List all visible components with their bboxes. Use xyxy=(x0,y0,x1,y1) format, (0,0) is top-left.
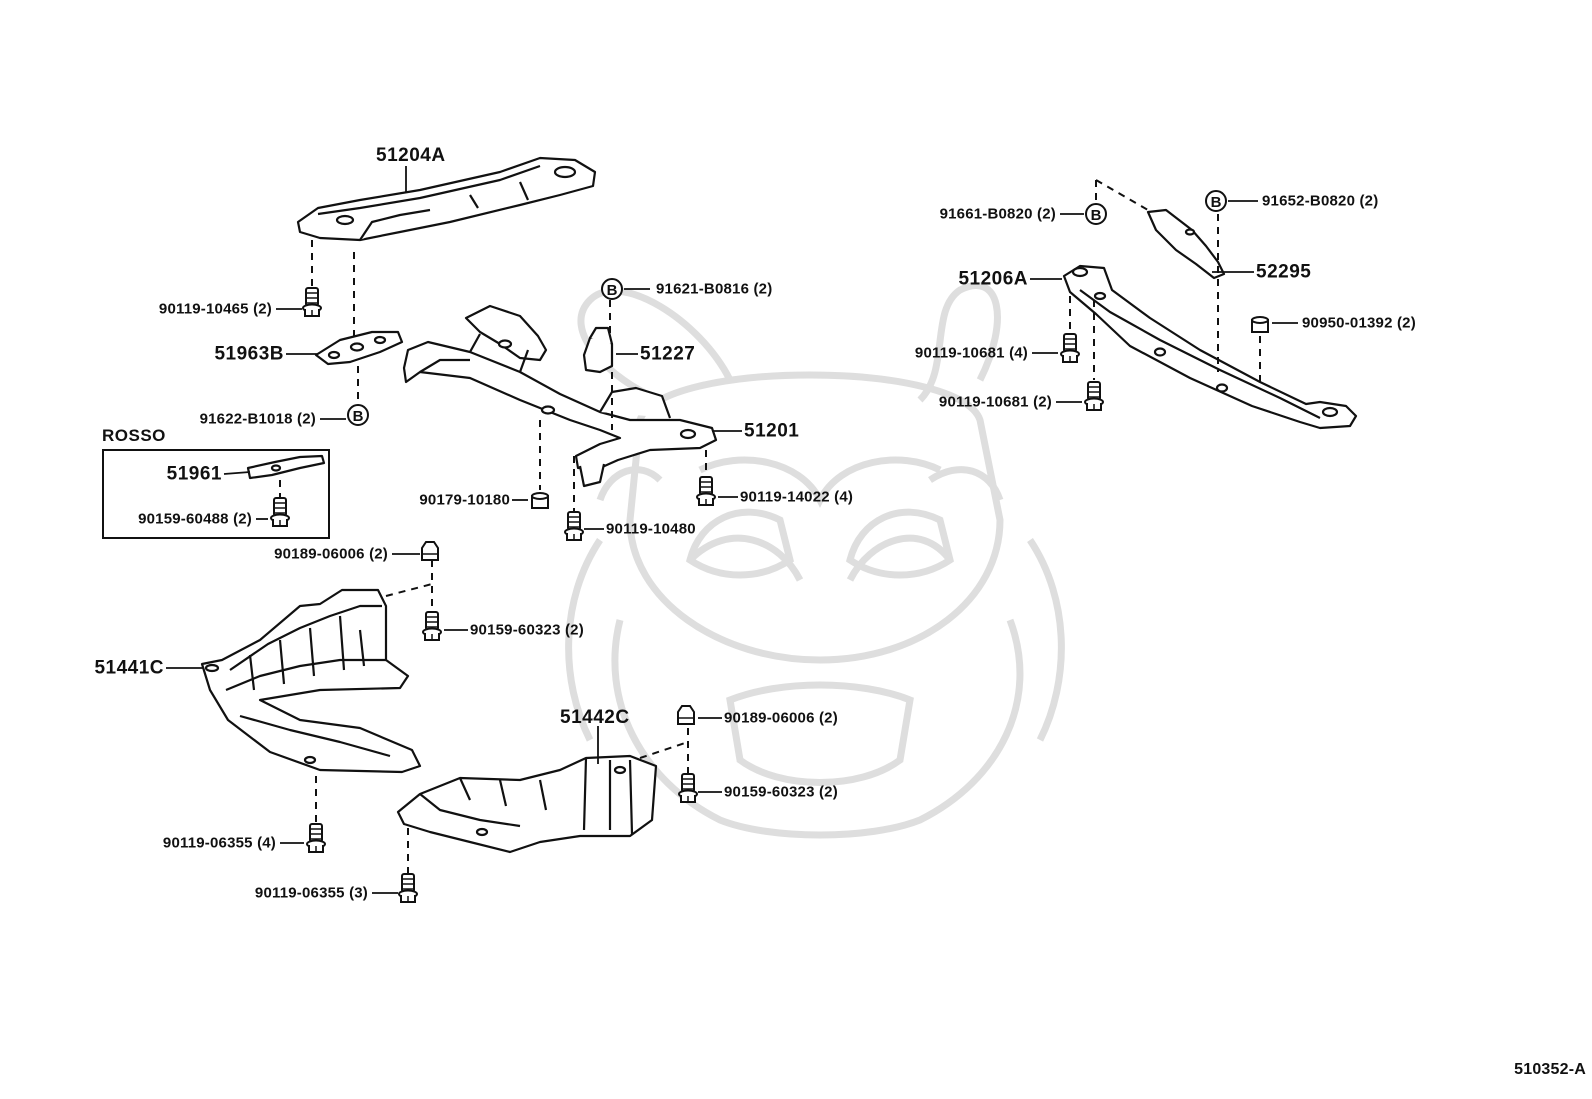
fastener-label-91621-B0816[interactable]: 91621-B0816 (2) xyxy=(656,280,773,298)
rosso-group-label: ROSSO xyxy=(102,426,166,445)
fastener-label-90159-60488[interactable]: 90159-60488 (2) xyxy=(138,510,252,528)
part-label-51442C[interactable]: 51442C xyxy=(560,707,630,728)
bolt-icon xyxy=(1084,381,1104,411)
fastener-label-90119-06355-b[interactable]: 90119-06355 (3) xyxy=(254,884,368,902)
part-label-51963B[interactable]: 51963B xyxy=(214,343,284,365)
fastener-label-91622-B1018[interactable]: 91622-B1018 (2) xyxy=(199,410,316,428)
part-label-51441C[interactable]: 51441C xyxy=(94,657,164,679)
fastener-label-90119-10681-b[interactable]: 90119-10681 (2) xyxy=(938,393,1052,411)
diagram-code: 510352-A xyxy=(1514,1061,1586,1078)
part-label-51227[interactable]: 51227 xyxy=(640,343,696,365)
leader-lines xyxy=(166,166,1298,894)
bolt-icon xyxy=(302,287,322,317)
part-label-51201[interactable]: 51201 xyxy=(744,420,800,442)
nut-icon xyxy=(1251,316,1269,333)
bolt-mark-icon xyxy=(1085,203,1107,225)
part-51961-drawing xyxy=(246,454,326,480)
fastener-label-90119-06355-a[interactable]: 90119-06355 (4) xyxy=(162,834,276,852)
clip-icon xyxy=(677,705,695,725)
fastener-label-91661-B0820[interactable]: 91661-B0820 (2) xyxy=(939,205,1056,223)
part-label-52295[interactable]: 52295 xyxy=(1256,261,1312,283)
part-51204A-drawing xyxy=(296,156,597,242)
fastener-label-90159-60323-a[interactable]: 90159-60323 (2) xyxy=(470,621,584,639)
bolt-icon xyxy=(398,873,418,903)
fastener-label-90159-60323-b[interactable]: 90159-60323 (2) xyxy=(724,783,838,801)
bolt-icon xyxy=(678,773,698,803)
fastener-label-90950-01392[interactable]: 90950-01392 (2) xyxy=(1302,314,1416,332)
watermark-emblem xyxy=(565,282,1065,839)
part-51441C-drawing xyxy=(200,588,422,774)
part-51963B-drawing xyxy=(314,330,404,366)
bolt-mark-icon xyxy=(601,278,623,300)
bolt-icon xyxy=(564,511,584,541)
part-51201-drawing xyxy=(402,304,718,488)
fastener-label-90119-10681-a[interactable]: 90119-10681 (4) xyxy=(914,344,1028,362)
bolt-mark-icon xyxy=(347,404,369,426)
rosso-group-box xyxy=(102,449,330,539)
part-52295-drawing xyxy=(1146,208,1226,280)
fastener-label-91652-B0820[interactable]: 91652-B0820 (2) xyxy=(1262,192,1379,210)
part-51227-drawing xyxy=(582,326,614,374)
part-label-51206A[interactable]: 51206A xyxy=(958,268,1028,290)
bolt-icon xyxy=(422,611,442,641)
nut-icon xyxy=(531,492,549,509)
part-51206A-drawing xyxy=(1062,264,1358,430)
fastener-label-90119-14022[interactable]: 90119-14022 (4) xyxy=(740,488,854,506)
bolt-icon xyxy=(1060,333,1080,363)
fastener-label-90189-06006-a[interactable]: 90189-06006 (2) xyxy=(274,545,388,563)
bolt-mark-icon xyxy=(1205,190,1227,212)
fastener-label-90119-10480[interactable]: 90119-10480 xyxy=(606,520,696,538)
fastener-label-90179-10180[interactable]: 90179-10180 xyxy=(419,491,510,509)
part-label-51961[interactable]: 51961 xyxy=(166,463,222,485)
fastener-label-90189-06006-b[interactable]: 90189-06006 (2) xyxy=(724,709,838,727)
fastener-label-90119-10465[interactable]: 90119-10465 (2) xyxy=(158,300,272,318)
bolt-icon xyxy=(696,476,716,506)
clip-icon xyxy=(421,541,439,561)
part-51442C-drawing xyxy=(396,754,658,854)
bolt-icon xyxy=(306,823,326,853)
part-label-51204A[interactable]: 51204A xyxy=(376,145,446,166)
